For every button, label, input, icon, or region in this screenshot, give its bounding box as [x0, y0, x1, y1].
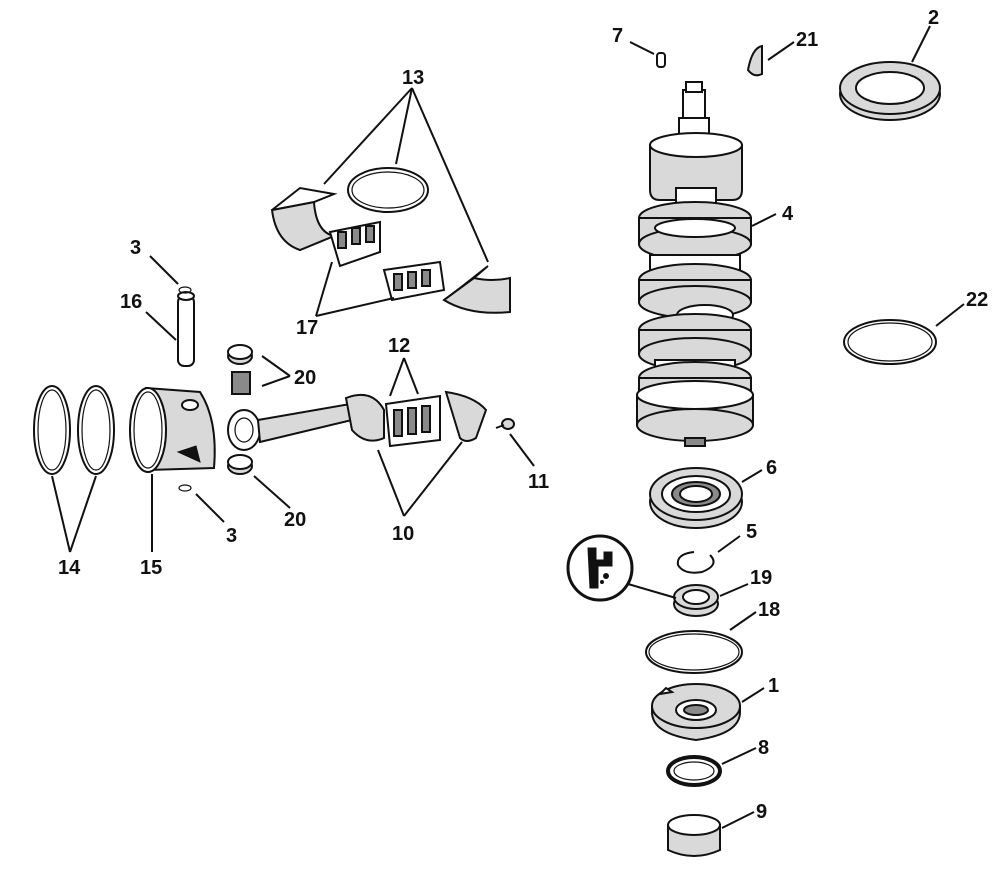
callout-5: 5: [746, 521, 757, 543]
callout-21: 21: [796, 29, 818, 51]
callout-1: 1: [768, 675, 779, 697]
part-17-needle-bearings: [328, 220, 446, 302]
callout-2: 2: [928, 7, 939, 29]
part-12-needle-bearing: [384, 394, 441, 448]
part-18-o-ring: [645, 630, 743, 674]
callout-14: 14: [58, 557, 81, 579]
callout-12: 12: [388, 335, 410, 357]
part-4-crankshaft: [636, 81, 754, 447]
part-6-ball-bearing: [649, 467, 743, 529]
part-14-piston-rings: [33, 385, 115, 475]
part-19-seal: [673, 584, 719, 617]
callout-7: 7: [612, 25, 623, 47]
lubricant-symbol-icon: [566, 534, 677, 602]
part-22-o-ring: [843, 319, 937, 365]
part-20-washers: [227, 344, 253, 475]
callout-10: 10: [392, 523, 414, 545]
callout-19: 19: [750, 567, 772, 589]
callout-20-top: 20: [294, 367, 316, 389]
callout-11: 11: [528, 471, 549, 493]
callout-15: 15: [140, 557, 162, 579]
callout-18: 18: [758, 599, 780, 621]
part-16-piston-pin: [177, 291, 195, 367]
callout-16: 16: [120, 291, 142, 313]
part-2-seal-ring: [839, 61, 941, 121]
part-3-clips: [178, 286, 192, 492]
callout-labels: 1 2 3 3 4 5 6 7 8 9 10 11 12 13 14 15 16…: [58, 7, 988, 823]
callout-3-top: 3: [130, 237, 141, 259]
part-1-bearing-housing: [651, 683, 741, 742]
callout-3-bottom: 3: [226, 525, 237, 547]
callout-8: 8: [758, 737, 769, 759]
part-9-sleeve: [667, 814, 721, 857]
leader-lines: [51, 25, 965, 829]
part-8-seal: [666, 755, 722, 787]
callout-22: 22: [966, 289, 988, 311]
part-13-bearing-halves: [270, 167, 511, 314]
part-10-connecting-rod: [227, 390, 488, 451]
part-15-piston: [129, 386, 216, 473]
callout-9: 9: [756, 801, 767, 823]
callout-4: 4: [782, 203, 794, 225]
part-21-key: [746, 44, 763, 77]
part-11-screw: [495, 418, 515, 430]
callout-6: 6: [766, 457, 777, 479]
part-7-pin: [656, 52, 666, 68]
part-5-retaining-ring: [676, 551, 715, 574]
callout-13: 13: [402, 67, 424, 89]
callout-17: 17: [296, 317, 318, 339]
callout-20-bottom: 20: [284, 509, 306, 531]
